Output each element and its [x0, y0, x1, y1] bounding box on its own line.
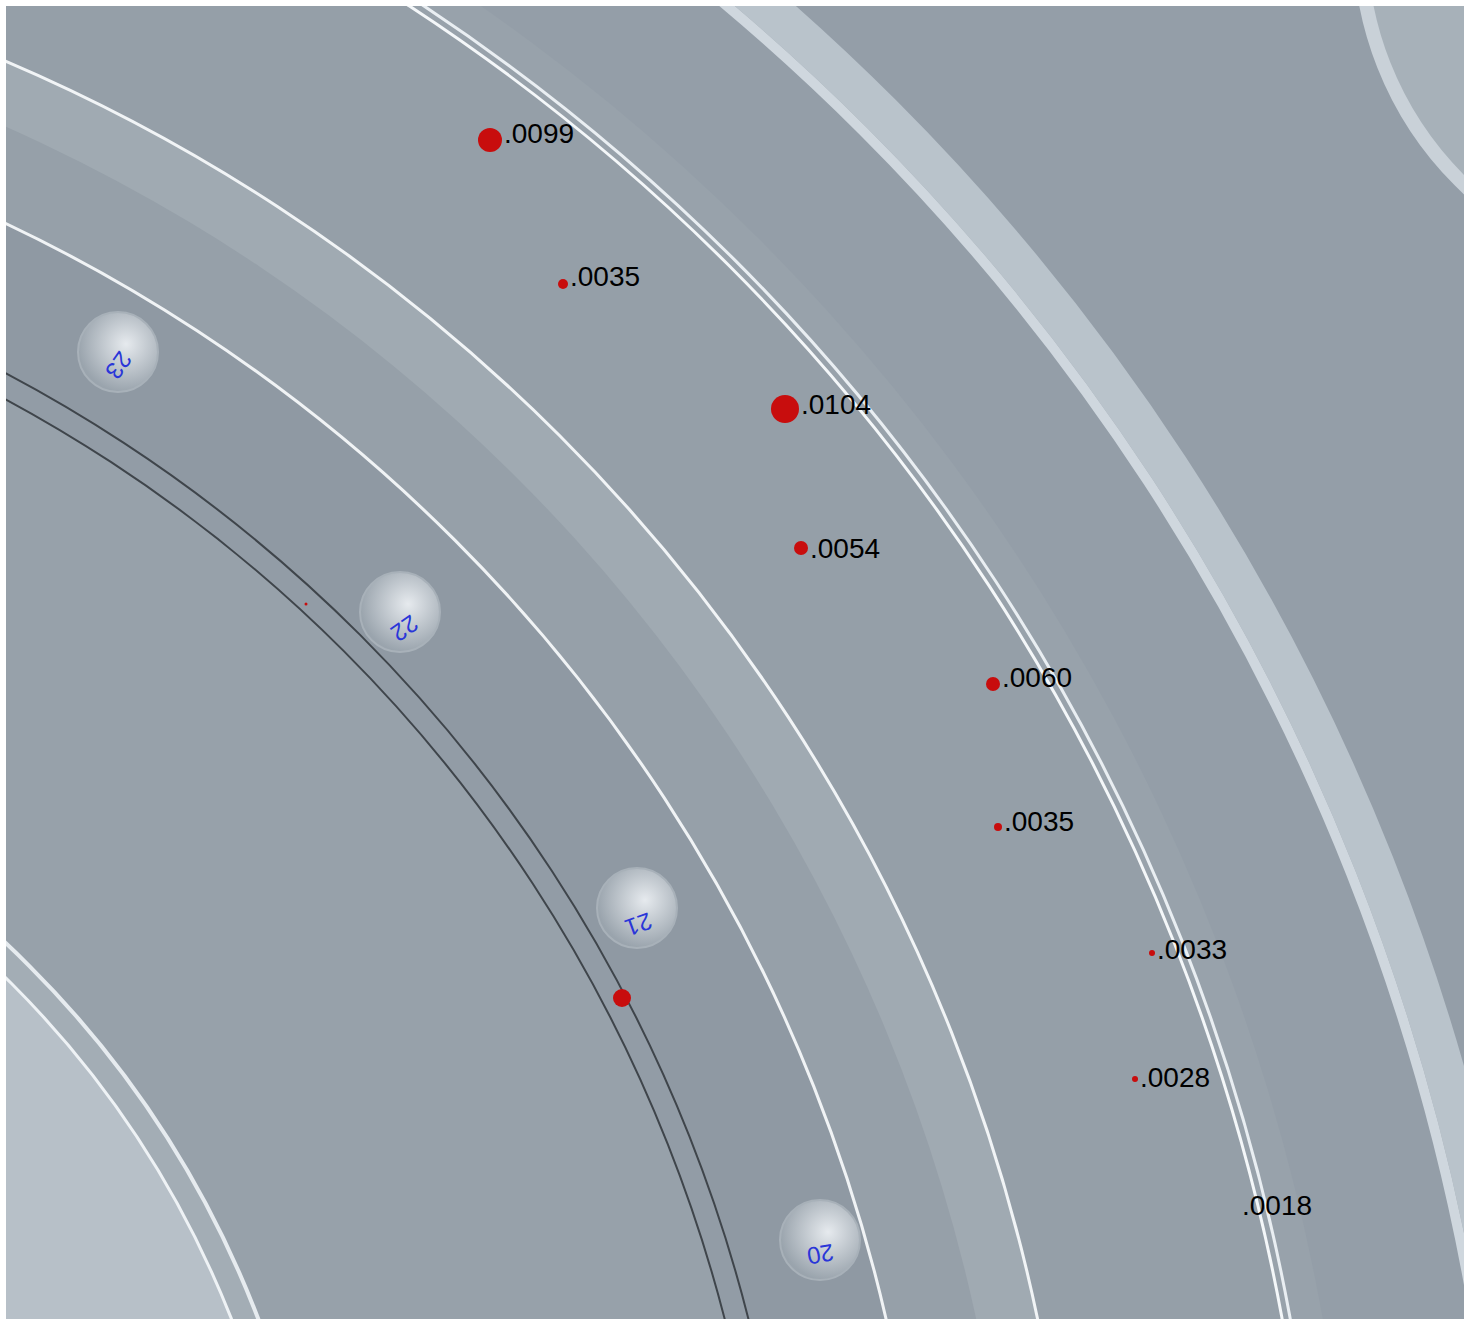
deviation-value: .0035 — [1004, 808, 1074, 836]
deviation-value: .0054 — [810, 535, 880, 563]
deviation-value: .0018 — [1242, 1192, 1312, 1220]
deviation-value: .0035 — [570, 263, 640, 291]
deviation-value: .0099 — [504, 120, 574, 148]
hole-number: 20 — [805, 1240, 835, 1268]
deviation-value: .0060 — [1002, 664, 1072, 692]
deviation-value: .0028 — [1140, 1064, 1210, 1092]
deviation-value: .0104 — [801, 391, 871, 419]
deviation-value: .0033 — [1157, 936, 1227, 964]
